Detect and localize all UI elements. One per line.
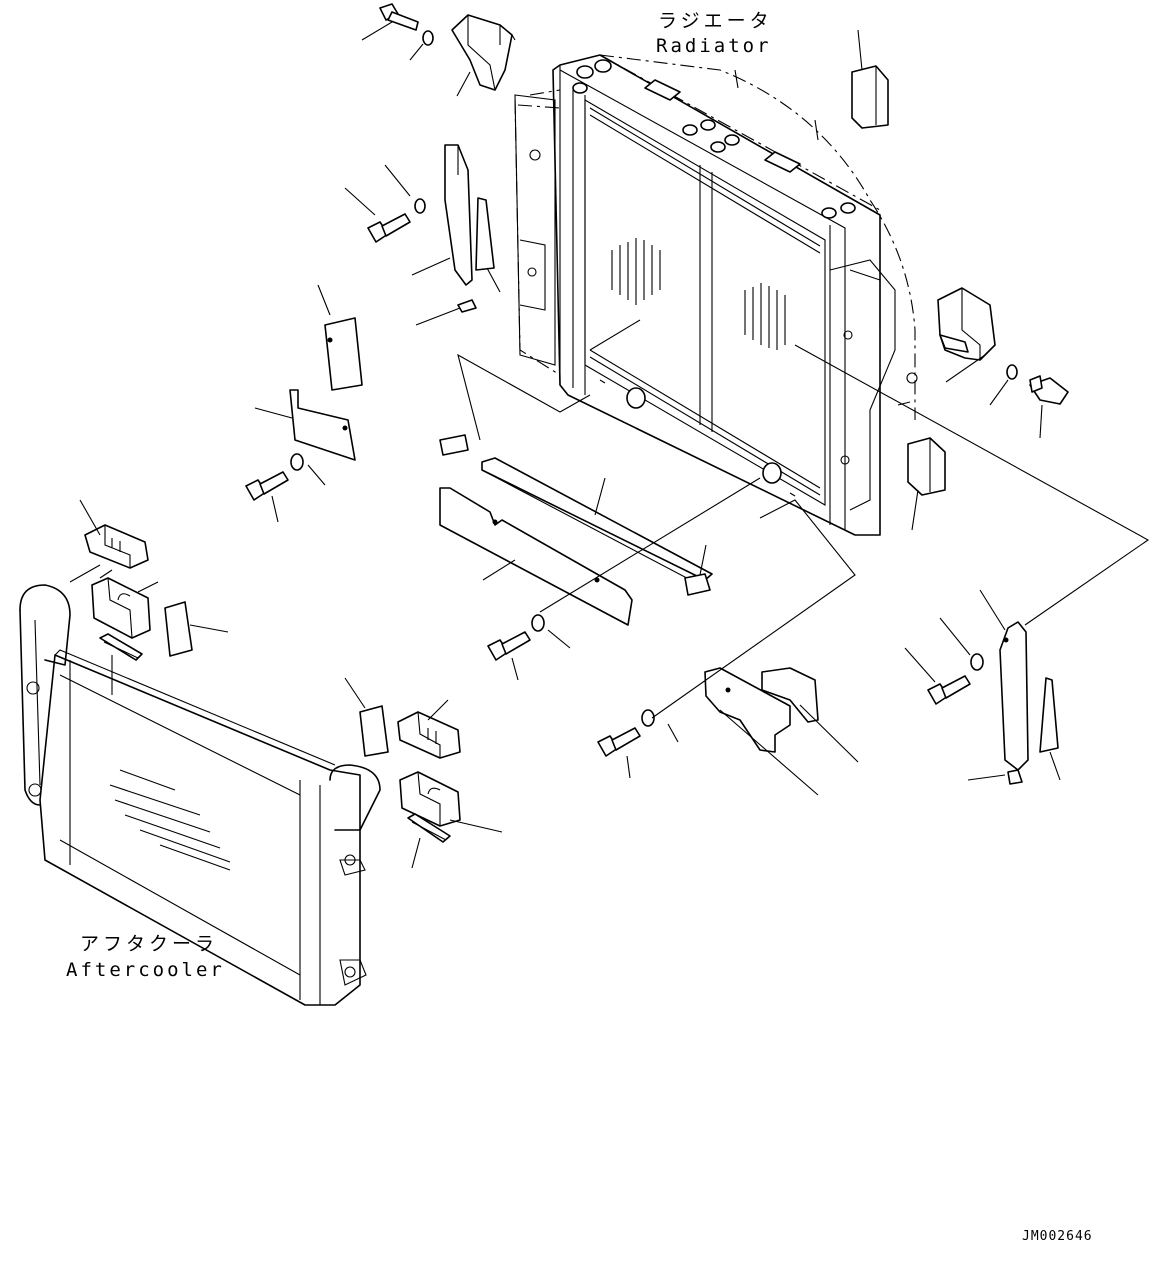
leader-lines [69, 21, 1150, 869]
seal-pad-left [164, 601, 193, 657]
bolt-right-lower [927, 675, 971, 705]
mount-cushion-left [91, 577, 151, 639]
left-wedge-seal [475, 197, 495, 271]
washer [422, 30, 434, 46]
bolt-bottom-center [597, 727, 641, 757]
lower-cover-plate [439, 487, 633, 626]
seal-block-top-right [851, 65, 889, 129]
aftercooler [19, 584, 381, 1006]
washer [1006, 364, 1018, 380]
washer [531, 614, 545, 632]
bolt-left-lower [245, 471, 289, 501]
washer [641, 709, 655, 727]
aftercooler-label-ja: アフタクーラ [80, 933, 219, 955]
upper-bracket-left [451, 14, 516, 91]
mount-cap-upper-left [84, 524, 149, 569]
seal-block-small [684, 573, 711, 596]
washer [970, 653, 984, 671]
left-support-strip [444, 144, 473, 286]
radiator [514, 54, 918, 536]
rubber-strip-right [407, 813, 451, 843]
mount-cushion-right [399, 771, 461, 827]
upper-bracket-right [937, 287, 996, 361]
right-support-strip [999, 621, 1029, 771]
radiator-label-en: Radiator [656, 35, 772, 57]
aftercooler-label-en: Aftercooler [66, 959, 225, 981]
small-clip [457, 299, 477, 313]
parts [84, 3, 1069, 843]
washer [290, 453, 304, 471]
bolt-left-mid [367, 213, 411, 243]
bolt-right-upper [1029, 375, 1069, 405]
right-wedge-seal [1039, 677, 1059, 753]
drawing-code: JM002646 [1022, 1229, 1093, 1244]
mount-cap-upper-right [397, 711, 461, 759]
seal-pad-right [359, 705, 389, 757]
bolt-center [487, 631, 531, 661]
seal-block-small [439, 434, 469, 456]
small-clip [1007, 769, 1023, 785]
bolt-top-left [379, 3, 419, 31]
seal-block-left [324, 317, 363, 391]
radiator-label-ja: ラジエータ [658, 10, 773, 32]
rubber-strip-left [99, 633, 143, 661]
cover-plate-left [289, 389, 356, 461]
washer [414, 198, 426, 214]
seal-block-right [907, 437, 946, 496]
